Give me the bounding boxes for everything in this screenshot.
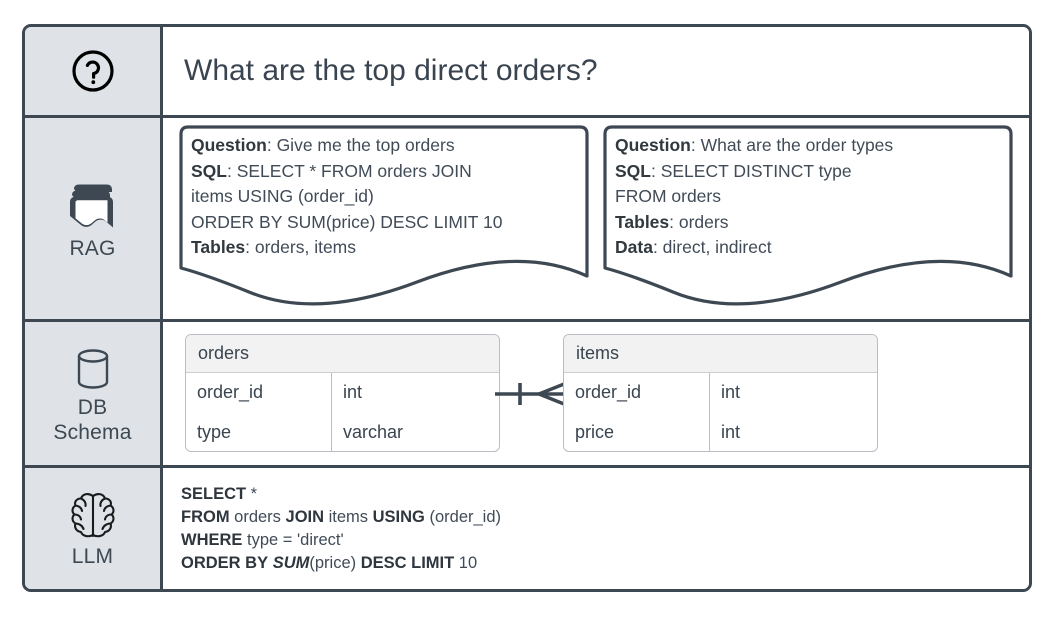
er-column-type: int	[343, 382, 363, 403]
er-column-name: order_id	[197, 382, 264, 403]
er-table-items-name: items	[564, 335, 877, 373]
page-title: What are the top direct orders?	[184, 54, 598, 87]
rag-card-2-line-2: SQL: SELECT DISTINCT type	[615, 160, 852, 181]
question-mark-circle-icon	[68, 46, 118, 96]
er-table-orders: orders order_id type int varchar	[185, 334, 500, 452]
llm-row: LLM SELECT * FROM orders JOIN items USIN…	[25, 468, 1029, 589]
rag-label-cell: RAG	[25, 118, 163, 319]
sql-line: SELECT *	[181, 484, 258, 503]
llm-generated-sql: SELECT * FROM orders JOIN items USING (o…	[181, 483, 501, 575]
er-column-type: int	[721, 382, 741, 403]
question-content-cell: What are the top direct orders?	[163, 27, 1029, 115]
rag-content-cell: Question: Give me the top orders SQL: SE…	[163, 118, 1029, 319]
er-table-orders-name: orders	[186, 335, 499, 373]
question-label-cell	[25, 27, 163, 115]
sql-line: ORDER BY SUM(price) DESC LIMIT 10	[181, 553, 478, 572]
books-stack-icon	[62, 177, 124, 235]
db-schema-label-line2: Schema	[53, 420, 132, 444]
question-row: What are the top direct orders?	[25, 27, 1029, 118]
sql-line: WHERE type = 'direct'	[181, 530, 344, 549]
database-cylinder-icon	[70, 344, 116, 394]
db-schema-row: DB Schema orders order_id type int varch…	[25, 322, 1029, 468]
rag-document-card-1: Question: Give me the top orders SQL: SE…	[177, 124, 591, 312]
rag-card-2-text: Question: What are the order types SQL: …	[615, 133, 1007, 261]
brain-icon	[65, 489, 121, 543]
er-column-type: int	[721, 421, 741, 442]
db-schema-content-cell: orders order_id type int varchar	[163, 322, 1029, 465]
llm-label: LLM	[71, 545, 114, 568]
rag-retrieved-cards: Question: Give me the top orders SQL: SE…	[163, 118, 1029, 319]
er-column-name: order_id	[575, 382, 642, 403]
er-relationship-one-to-many-icon	[495, 378, 570, 410]
rag-label: RAG	[69, 237, 116, 260]
rag-document-card-2: Question: What are the order types SQL: …	[601, 124, 1015, 312]
rag-card-1-line-2: SQL: SELECT * FROM orders JOIN	[191, 160, 472, 181]
er-column-name: price	[575, 421, 615, 442]
rag-card-1-line-1: Question: Give me the top orders	[191, 135, 455, 155]
rag-row: RAG Question: Give me the top orders SQL…	[25, 118, 1029, 322]
er-column-name: type	[197, 421, 232, 442]
er-table-items: items order_id price int int	[563, 334, 878, 452]
rag-card-2-line-3: FROM orders	[615, 186, 721, 206]
llm-label-cell: LLM	[25, 468, 163, 589]
rag-card-1-line-5: Tables: orders, items	[191, 237, 357, 257]
rag-card-2-line-5: Data: direct, indirect	[615, 237, 772, 257]
er-column-type: varchar	[343, 421, 404, 442]
rag-card-2-line-1: Question: What are the order types	[615, 135, 894, 155]
db-schema-label-line1: DB	[77, 395, 108, 419]
rag-card-1-line-4: ORDER BY SUM(price) DESC LIMIT 10	[191, 211, 503, 232]
db-schema-label-cell: DB Schema	[25, 322, 163, 465]
rag-text-to-sql-diagram: What are the top direct orders? RAG	[22, 24, 1032, 592]
rag-card-2-line-4: Tables: orders	[615, 211, 729, 232]
rag-card-1-text: Question: Give me the top orders SQL: SE…	[191, 133, 583, 261]
sql-line: FROM orders JOIN items USING (order_id)	[181, 507, 502, 526]
er-diagram: orders order_id type int varchar	[163, 322, 1029, 465]
rag-card-1-line-3: items USING (order_id)	[191, 186, 374, 206]
llm-content-cell: SELECT * FROM orders JOIN items USING (o…	[163, 468, 1029, 589]
